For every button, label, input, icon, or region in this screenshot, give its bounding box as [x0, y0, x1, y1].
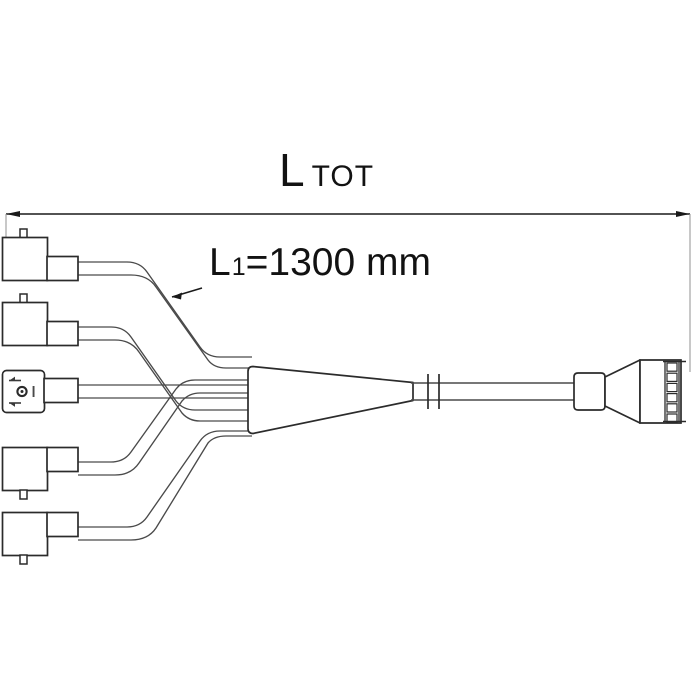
contact-slot [666, 382, 678, 393]
cable-branch-3 [78, 384, 252, 399]
cable-branch-2 [78, 326, 252, 422]
connector-4-body [1, 446, 49, 492]
cable-branch-4 [78, 379, 252, 476]
arrowhead-right-icon [676, 211, 690, 217]
valve-connector-4 [1, 446, 79, 500]
connector-2-strain-relief [46, 320, 79, 347]
arrow-mark-top-icon [9, 376, 21, 382]
contact-slot [666, 403, 678, 413]
junction-body [247, 365, 414, 435]
valve-connector-1 [1, 228, 79, 282]
cable-break-marker-icon [427, 374, 440, 409]
connector-1-body [1, 236, 49, 282]
cable-splitter-junction [247, 365, 414, 435]
multipole-connector [573, 359, 686, 424]
connector-2-tab [19, 293, 28, 304]
connector-1-tab [19, 228, 28, 239]
indicator-bar-icon [32, 386, 35, 397]
dimension-line-total [5, 211, 691, 372]
screw-center-icon [20, 390, 24, 393]
contact-slot [666, 362, 678, 372]
leader-arrowhead-icon [172, 292, 182, 300]
valve-connector-3 [1, 369, 79, 414]
cable-branch-5 [78, 430, 252, 541]
contact-slot [666, 393, 678, 403]
cable-group [78, 261, 252, 541]
arrowhead-left-icon [6, 211, 20, 217]
connector-2-body [1, 301, 49, 347]
connector-1-strain-relief [46, 255, 79, 282]
main-trunk-cable [411, 374, 575, 409]
contact-slot [666, 372, 678, 383]
valve-connector-2 [1, 293, 79, 347]
connector-4-tab [19, 489, 28, 500]
connector-flare [604, 359, 641, 424]
connector-5-strain-relief [46, 511, 79, 538]
connector-4-strain-relief [46, 446, 79, 473]
connector-5-body [1, 511, 49, 557]
connector-strain-relief [573, 372, 606, 411]
connector-3-strain-relief [43, 377, 79, 404]
connector-5-tab [19, 554, 28, 565]
cable-branch-1 [78, 261, 252, 369]
valve-connector-5 [1, 511, 79, 565]
arrow-mark-bottom-icon [9, 402, 21, 407]
leader-line-l1 [171, 287, 203, 300]
